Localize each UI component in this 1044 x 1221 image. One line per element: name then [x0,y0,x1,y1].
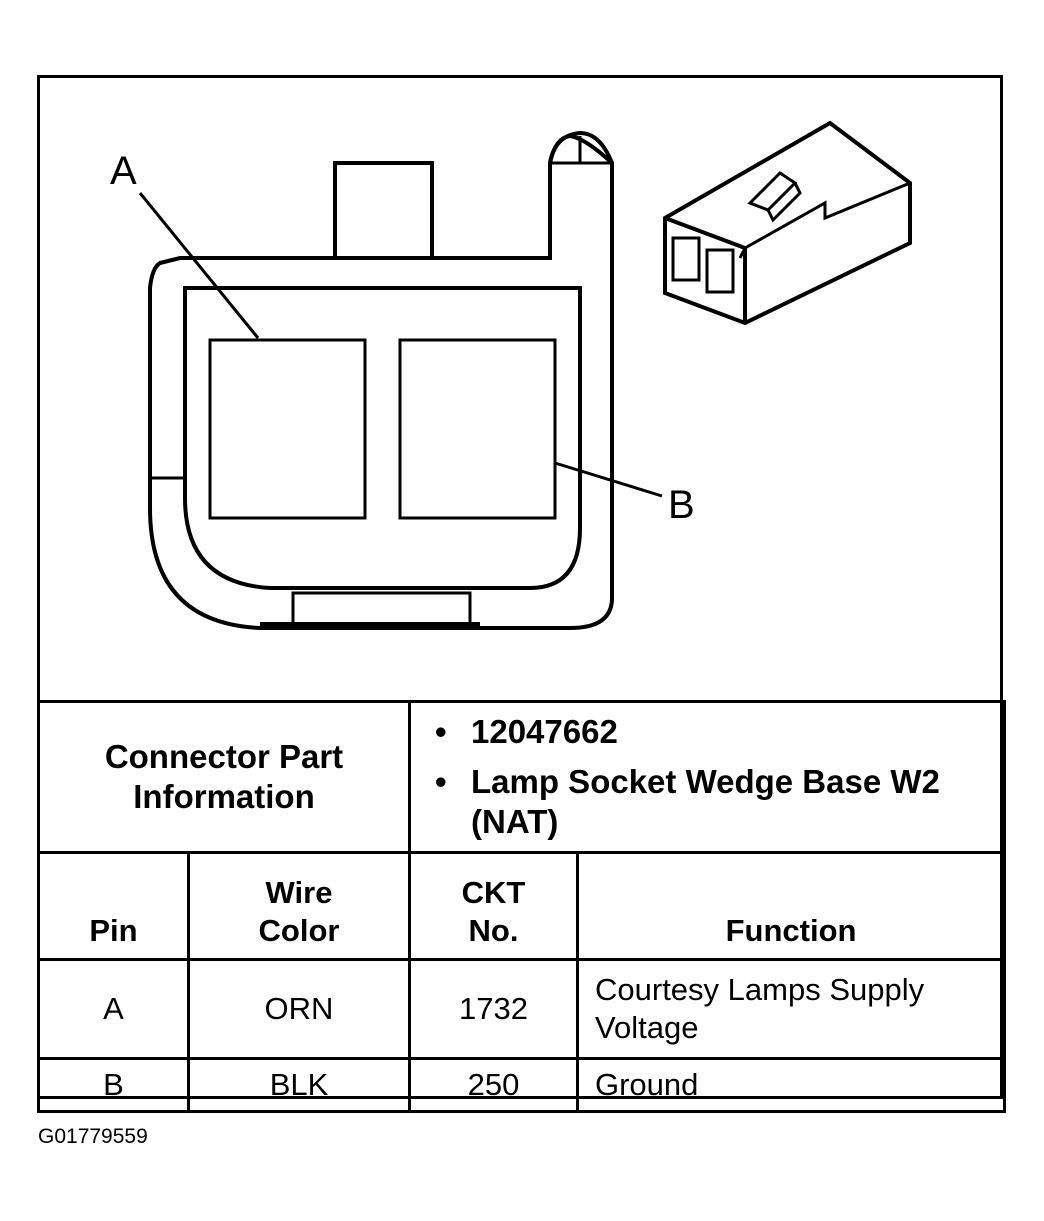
wire-color-cell: BLK [187,1057,411,1113]
function-cell: Courtesy Lamps Supply Voltage [575,958,1007,1060]
figure-frame: A B Connector Part Information [37,75,1007,1113]
latch-tab [333,161,434,258]
connector-housing-inner [183,286,582,590]
callout-a-leader [138,192,260,339]
connector-diagram: A B [40,78,1000,703]
part-number: 12047662 [435,712,1003,752]
table-row: B BLK 250 Ground [37,1057,1007,1113]
header-pin: Pin [37,851,190,961]
connector-housing-outer [148,133,614,630]
connector-info-table: Connector Part Information 12047662 Lamp… [37,700,1007,1113]
part-description: Lamp Socket Wedge Base W2 (NAT) [435,762,1003,842]
connector-part-information-label: Connector Part Information [37,700,411,854]
header-ckt-no: CKT No. [408,851,579,961]
header-wire-color: Wire Color [187,851,411,961]
pin-cell: A [37,958,190,1060]
header-function: Function [575,851,1007,961]
ckt-no-cell: 1732 [408,958,579,1060]
bottom-notch [291,591,472,628]
callout-a-label: A [110,149,137,193]
callout-b-leader [554,461,663,498]
table-row: A ORN 1732 Courtesy Lamps Supply Voltage [37,958,1007,1060]
callout-b-label: B [668,483,695,527]
connector-isometric-view [663,120,912,326]
terminal-cavity-b [398,338,557,520]
pin-cell: B [37,1057,190,1113]
pin-table-header: Pin Wire Color CKT No. Function [37,851,1007,961]
keying-post [548,130,614,258]
connector-face-view [138,130,663,630]
connector-part-information-values: 12047662 Lamp Socket Wedge Base W2 (NAT) [407,700,1007,854]
wire-color-cell: ORN [187,958,411,1060]
function-cell: Ground [575,1057,1007,1113]
figure-code: G01779559 [38,1125,148,1148]
ckt-no-cell: 250 [408,1057,579,1113]
terminal-cavity-a [208,338,367,520]
